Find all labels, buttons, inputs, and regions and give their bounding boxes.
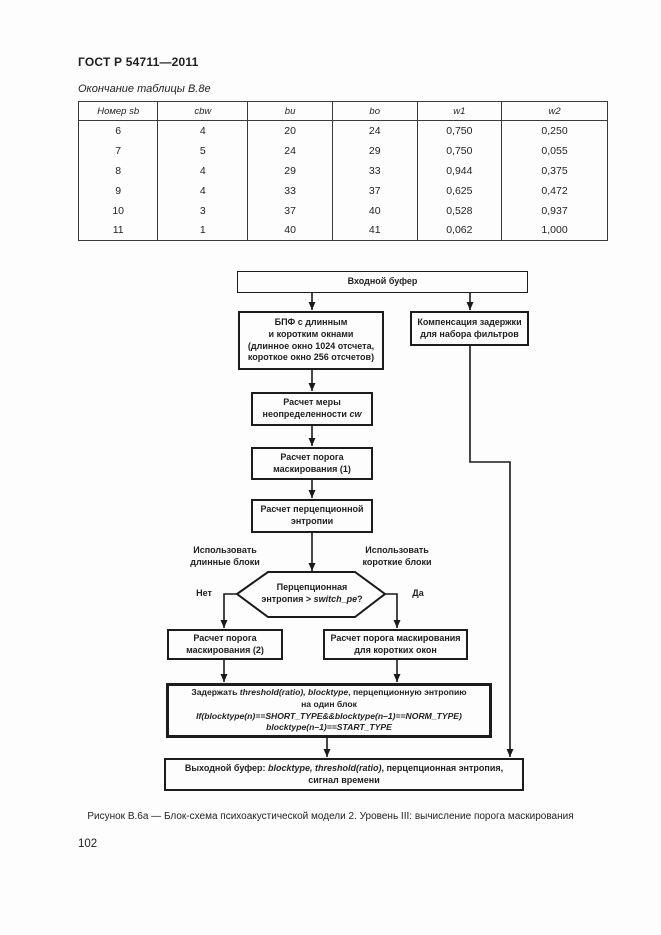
table-cell: 40 (331, 200, 418, 221)
table-caption: Окончание таблицы В.8е (78, 83, 211, 95)
branch-label-use-short-blocks: Использовать короткие блоки (362, 545, 432, 567)
table-cell: 0,055 (501, 140, 608, 161)
flow-box-label: энтропии (290, 516, 334, 526)
table-cell: 3 (157, 200, 249, 221)
flow-box-masking-threshold-short-windows: Расчет порога маскирования для коротких … (323, 629, 468, 660)
flow-box-label: Расчет порога (193, 632, 257, 643)
flow-box-delay-compensation: Компенсация задержки для набора фильтров (410, 311, 529, 346)
table-cell: 29 (331, 140, 418, 161)
column-header: w2 (501, 101, 608, 121)
decision-label: Перцепционная энтропия > switch_pe? (261, 582, 363, 604)
table-cell: 8 (77, 160, 159, 181)
table-cell: 9 (77, 180, 159, 201)
table-cell: 0,944 (416, 160, 503, 181)
flow-box-label: Входной буфер (347, 276, 418, 287)
table-cell: 40 (247, 220, 333, 241)
branch-label-no: Нет (196, 588, 212, 598)
flow-box-label: Расчет перцепционной (260, 504, 364, 515)
flow-box-formula: If(blocktype(n)==SHORT_TYPE&&blocktype(n… (196, 710, 462, 721)
flow-box-label: Расчет меры (283, 397, 341, 408)
table-cell: 0,250 (501, 120, 608, 141)
table-caption-text: Окончание таблицы В.8е (78, 83, 211, 95)
table-cell: 6 (77, 120, 159, 141)
table-cell: 4 (157, 160, 249, 181)
branch-label-use-long-blocks: Использовать длинные блоки (190, 545, 260, 567)
flow-box-label: маскирования (1) (273, 463, 351, 474)
flow-box-label: на один блок (301, 698, 357, 709)
table-cell: 20 (247, 120, 333, 141)
table-header-row: Номер sb cbw bu bo w1 w2 (77, 101, 608, 121)
table-cell: 0,528 (416, 200, 503, 221)
table-cell: 10 (77, 200, 159, 221)
flow-box-label: сигнал времени (308, 774, 380, 785)
flow-box-label: Выходной буфер: blocktype, threshold(rat… (184, 762, 504, 773)
table-cell: 0,750 (416, 140, 503, 161)
flow-box-label: и коротким окнами (268, 328, 354, 339)
flow-box-label: (длинное окно 1024 отсчета, (247, 340, 375, 351)
column-header: Номер sb (77, 101, 159, 121)
figure-caption: Рисунок В.6а — Блок-схема психоакустичес… (87, 811, 574, 822)
flow-box-formula: blocktype(n–1)==START_TYPE (266, 722, 392, 733)
table-cell: 0,750 (416, 120, 503, 141)
page-title: ГОСТ Р 54711—2011 (78, 55, 199, 69)
flow-box-label: Задержать threshold(ratio), blocktype, п… (191, 687, 467, 698)
flow-box-label: Расчет порога (280, 451, 344, 462)
table-cell: 1 (157, 220, 249, 241)
flow-box-label: БПФ с длинным (274, 317, 348, 328)
table-cell: 37 (247, 200, 333, 221)
column-header: w1 (416, 101, 503, 121)
table-cell: 5 (157, 140, 249, 161)
flow-box-masking-threshold-1: Расчет порога маскирования (1) (251, 447, 373, 480)
flow-box-label: для коротких окон (354, 644, 437, 655)
table-cell: 0,472 (501, 180, 608, 201)
decision-hexagon (235, 571, 387, 618)
table-cell: 1,000 (501, 220, 608, 241)
table-cell: 0,375 (501, 160, 608, 181)
column-header: bo (331, 101, 418, 121)
column-header: cbw (157, 101, 249, 121)
table-cell: 41 (331, 220, 418, 241)
flow-box-input-buffer: Входной буфер (237, 271, 528, 293)
flow-box-label: для набора фильтров (420, 328, 519, 339)
flow-box-label: короткое окно 256 отсчетов) (247, 352, 375, 363)
table-cell: 11 (77, 220, 159, 241)
table-cell: 37 (331, 180, 418, 201)
table-cell: 0,937 (501, 200, 608, 221)
branch-label-yes: Да (412, 588, 424, 598)
flowchart-connectors (220, 293, 514, 757)
table-cell: 33 (247, 180, 333, 201)
flow-box-masking-threshold-2: Расчет порога маскирования (2) (167, 629, 283, 660)
flow-box-label: Расчет порога маскирования (330, 632, 461, 643)
flow-box-label: маскирования (2) (186, 644, 264, 655)
flow-box-perceptual-entropy: Расчет перцепционной энтропии (251, 499, 373, 533)
table-cell: 24 (247, 140, 333, 161)
table-cell: 29 (247, 160, 333, 181)
flow-box-uncertainty-measure: Расчет меры неопределенности cw (251, 392, 373, 426)
page-number: 102 (78, 838, 98, 850)
table-cell: 0,062 (416, 220, 503, 241)
table-cell: 4 (157, 120, 249, 141)
column-header: bu (247, 101, 333, 121)
flow-box-label: Компенсация задержки (417, 316, 522, 327)
table-cell: 33 (331, 160, 418, 181)
flow-box-delay-block: Задержать threshold(ratio), blocktype, п… (166, 683, 492, 738)
table-cell: 0,625 (416, 180, 503, 201)
table-cell: 7 (77, 140, 159, 161)
flow-box-label: неопределенности cw (262, 409, 362, 419)
table-cell: 24 (331, 120, 418, 141)
flow-box-output-buffer: Выходной буфер: blocktype, threshold(rat… (164, 758, 524, 791)
flowchart-figure: Входной буфер БПФ с длинным и коротким о… (0, 260, 661, 805)
table-cell: 4 (157, 180, 249, 201)
flow-box-fft: БПФ с длинным и коротким окнами (длинное… (238, 311, 384, 370)
